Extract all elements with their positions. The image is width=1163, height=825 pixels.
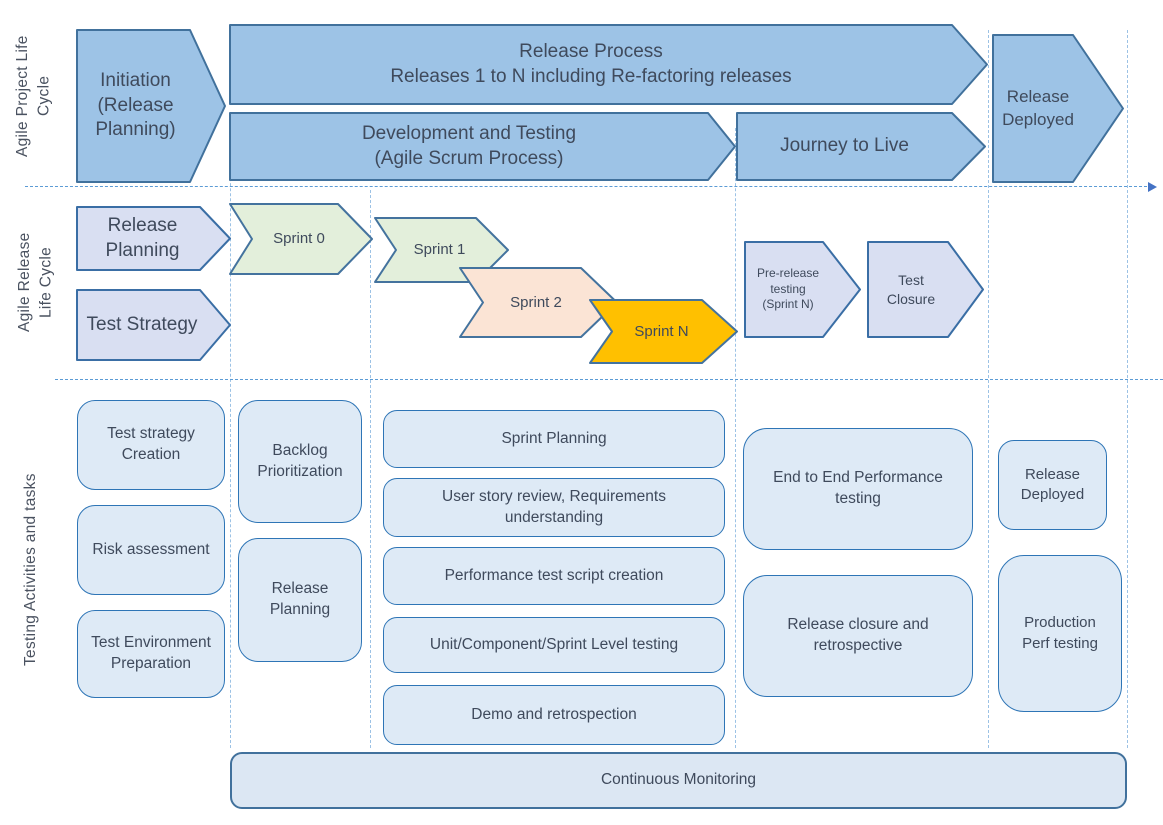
prerelease-testing-label: Pre-release testing (Sprint N) xyxy=(756,266,820,312)
task-end-to-end-performance-testing: End to End Performance testing xyxy=(743,428,973,550)
lane-label-agile-release: Agile Release Life Cycle xyxy=(16,232,55,333)
column-divider xyxy=(230,128,231,748)
sprint2-chevron: Sprint 2 xyxy=(459,267,618,338)
release-deployed-arrow-label: Release Deployed xyxy=(1002,87,1074,129)
task-release-deployed: Release Deployed xyxy=(998,440,1107,530)
sprintN-chevron: Sprint N xyxy=(589,299,738,364)
journey-to-live-label: Journey to Live xyxy=(780,135,909,157)
task-demo-retrospection: Demo and retrospection xyxy=(383,685,725,745)
lane-label-agile-project: Agile Project Life Cycle xyxy=(14,35,53,157)
lane-label-testing-activities: Testing Activities and tasks xyxy=(22,473,39,667)
task-sprint-planning: Sprint Planning xyxy=(383,410,725,468)
task-perf-test-script-creation: Performance test script creation xyxy=(383,547,725,605)
release-planning-pentagon: Release Planning xyxy=(76,206,231,271)
test-strategy-label: Test Strategy xyxy=(86,313,198,335)
task-risk-assessment: Risk assessment xyxy=(77,505,225,595)
sprint1-label: Sprint 1 xyxy=(413,241,466,259)
column-divider xyxy=(988,30,989,748)
sprintN-label: Sprint N xyxy=(634,322,689,340)
lane-divider xyxy=(55,379,1163,380)
column-divider xyxy=(735,128,736,748)
task-unit-component-sprint-testing: Unit/Component/Sprint Level testing xyxy=(383,617,725,673)
test-closure-label: Test Closure xyxy=(886,272,936,307)
release-deployed-arrow: Release Deployed xyxy=(992,34,1124,183)
release-process-arrow: Release Process Releases 1 to N includin… xyxy=(229,24,988,105)
test-closure-pentagon: Test Closure xyxy=(867,241,984,338)
task-production-perf-testing: Production Perf testing xyxy=(998,555,1122,712)
release-process-label: Release Process Releases 1 to N includin… xyxy=(390,40,792,87)
sprint2-label: Sprint 2 xyxy=(510,293,562,311)
lane-divider-timeline xyxy=(25,186,1147,187)
prerelease-testing-pentagon: Pre-release testing (Sprint N) xyxy=(744,241,861,338)
task-test-environment-preparation: Test Environment Preparation xyxy=(77,610,225,698)
initiation-label: Initiation (Release Planning) xyxy=(95,69,176,141)
sprint0-label: Sprint 0 xyxy=(273,230,325,248)
continuous-monitoring-bar: Continuous Monitoring xyxy=(230,752,1127,809)
task-release-planning: Release Planning xyxy=(238,538,362,662)
development-testing-arrow: Development and Testing (Agile Scrum Pro… xyxy=(229,112,736,181)
sprint0-chevron: Sprint 0 xyxy=(229,203,373,275)
development-testing-label: Development and Testing (Agile Scrum Pro… xyxy=(361,122,577,169)
task-test-strategy-creation: Test strategy Creation xyxy=(77,400,225,490)
journey-to-live-arrow: Journey to Live xyxy=(736,112,986,181)
timeline-arrowhead-icon xyxy=(1148,182,1157,192)
task-release-closure-retrospective: Release closure and retrospective xyxy=(743,575,973,697)
initiation-arrow: Initiation (Release Planning) xyxy=(76,29,226,183)
task-backlog-prioritization: Backlog Prioritization xyxy=(238,400,362,523)
column-divider xyxy=(370,190,371,748)
task-user-story-review: User story review, Requirements understa… xyxy=(383,478,725,537)
column-divider xyxy=(1127,30,1128,748)
release-planning-label: Release Planning xyxy=(105,214,180,261)
sprint1-chevron: Sprint 1 xyxy=(374,217,509,283)
test-strategy-pentagon: Test Strategy xyxy=(76,289,231,361)
